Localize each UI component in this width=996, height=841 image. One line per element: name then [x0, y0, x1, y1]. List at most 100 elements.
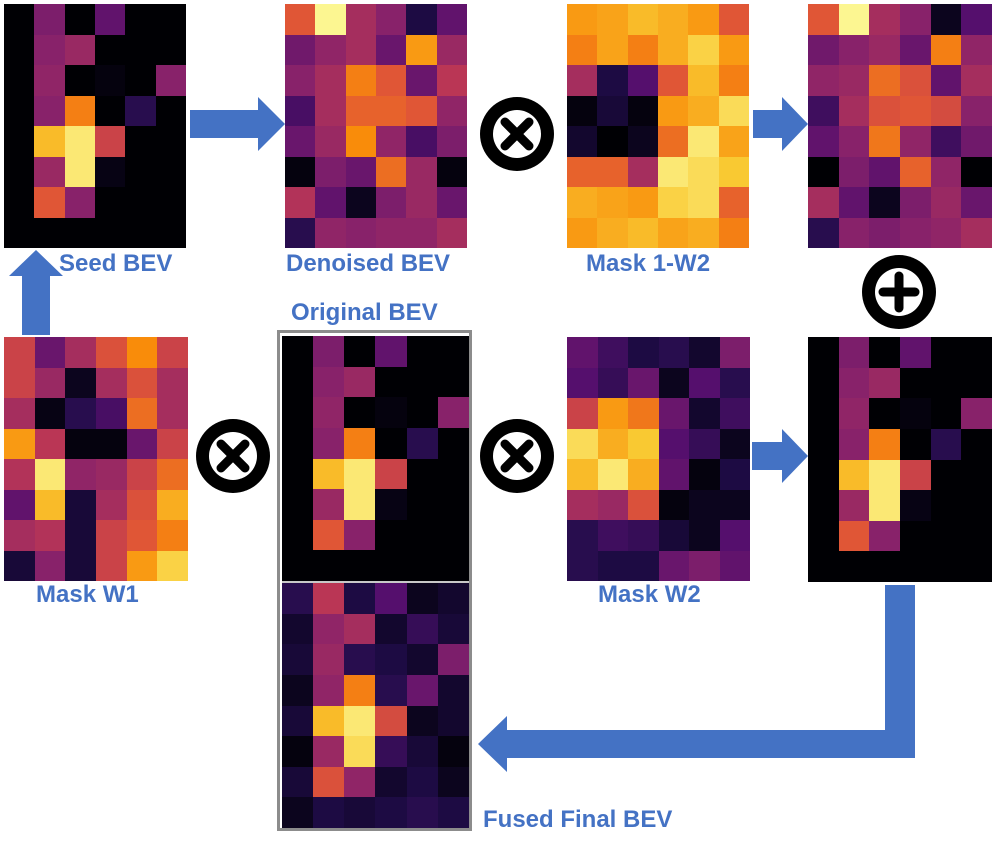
fused-final-bev-heatmap [282, 583, 469, 828]
heatmap-cell [125, 217, 156, 248]
heatmap-cell [313, 674, 345, 706]
heatmap-cell [627, 65, 658, 96]
arrow-maskw1-to-seed [9, 250, 63, 335]
heatmap-cell [315, 126, 346, 157]
heatmap-cell [125, 65, 156, 96]
heatmap-cell [376, 187, 407, 218]
heatmap-cell [838, 95, 870, 126]
heatmap-cell [567, 520, 598, 551]
heatmap-cell [375, 613, 407, 645]
heatmap-cell [406, 95, 437, 126]
heatmap-cell [838, 34, 870, 65]
heatmap-cell [345, 187, 376, 218]
heatmap-cell [930, 126, 962, 157]
heatmap-cell [155, 217, 186, 248]
heatmap-cell [344, 519, 376, 551]
heatmap-cell [869, 551, 900, 582]
heatmap-cell [567, 187, 598, 218]
heatmap-cell [4, 459, 35, 490]
heatmap-cell [95, 520, 127, 551]
heatmap-cell [961, 459, 992, 491]
heatmap-cell [719, 520, 750, 551]
heatmap-cell [4, 367, 35, 398]
mask-w2-label: Mask W2 [598, 581, 701, 608]
heatmap-cell [4, 187, 35, 218]
heatmap-cell [126, 428, 158, 459]
heatmap-cell [345, 95, 376, 126]
heatmap-cell [313, 797, 345, 828]
heatmap-cell [282, 736, 314, 767]
heatmap-cell [597, 520, 628, 551]
heatmap-cell [344, 674, 376, 706]
heatmap-cell [437, 336, 469, 367]
heatmap-cell [157, 550, 188, 581]
heatmap-cell [65, 428, 96, 459]
heatmap-cell [4, 489, 35, 520]
heatmap-cell [658, 65, 689, 96]
heatmap-cell [34, 398, 66, 429]
heatmap-cell [658, 126, 689, 157]
heatmap-cell [437, 458, 469, 490]
heatmap-cell [436, 156, 467, 187]
heatmap-cell [95, 489, 127, 520]
heatmap-cell [282, 797, 314, 828]
heatmap-cell [930, 428, 962, 460]
heatmap-cell [313, 644, 345, 675]
heatmap-cell [64, 187, 95, 218]
heatmap-cell [899, 520, 931, 552]
heatmap-cell [315, 156, 346, 187]
heatmap-cell [344, 644, 376, 675]
heatmap-cell [65, 459, 96, 490]
heatmap-cell [406, 336, 438, 367]
heatmap-cell [34, 428, 66, 459]
heatmap-cell [282, 613, 314, 645]
heatmap-cell [658, 4, 689, 35]
heatmap-cell [899, 459, 931, 491]
heatmap-cell [155, 65, 186, 96]
heatmap-cell [376, 156, 407, 187]
seed-bev-heatmap [4, 4, 186, 248]
heatmap-cell [899, 187, 931, 218]
heatmap-cell [376, 95, 407, 126]
heatmap-cell [899, 4, 931, 35]
heatmap-cell [376, 126, 407, 157]
heatmap-cell [344, 427, 376, 459]
heatmap-cell [961, 337, 992, 368]
heatmap-cell [689, 459, 720, 490]
heatmap-cell [95, 95, 126, 126]
heatmap-cell [375, 366, 407, 398]
heatmap-cell [869, 337, 900, 368]
heatmap-cell [718, 126, 749, 157]
heatmap-cell [436, 65, 467, 96]
heatmap-cell [65, 550, 96, 581]
heatmap-cell [285, 187, 316, 218]
heatmap-cell [658, 428, 689, 459]
heatmap-cell [95, 459, 127, 490]
heatmap-cell [344, 797, 376, 828]
heatmap-cell [930, 520, 962, 552]
heatmap-cell [658, 95, 689, 126]
heatmap-cell [313, 397, 345, 428]
heatmap-cell [899, 34, 931, 65]
mask-1-w2-heatmap [567, 4, 749, 248]
heatmap-cell [567, 65, 598, 96]
heatmap-cell [719, 428, 750, 459]
heatmap-cell [627, 217, 658, 248]
heatmap-cell [406, 766, 438, 798]
heatmap-cell [65, 520, 96, 551]
heatmap-cell [157, 428, 188, 459]
heatmap-cell [285, 217, 316, 248]
heatmap-cell [567, 428, 598, 459]
heatmap-cell [344, 766, 376, 798]
heatmap-cell [961, 551, 992, 582]
heatmap-cell [282, 366, 314, 398]
heatmap-cell [95, 34, 126, 65]
heatmap-cell [126, 367, 158, 398]
heatmap-cell [567, 156, 598, 187]
seed-bev-label: Seed BEV [59, 250, 173, 277]
heatmap-cell [689, 489, 720, 520]
heatmap-cell [375, 644, 407, 675]
heatmap-cell [345, 156, 376, 187]
heatmap-cell [961, 398, 992, 429]
